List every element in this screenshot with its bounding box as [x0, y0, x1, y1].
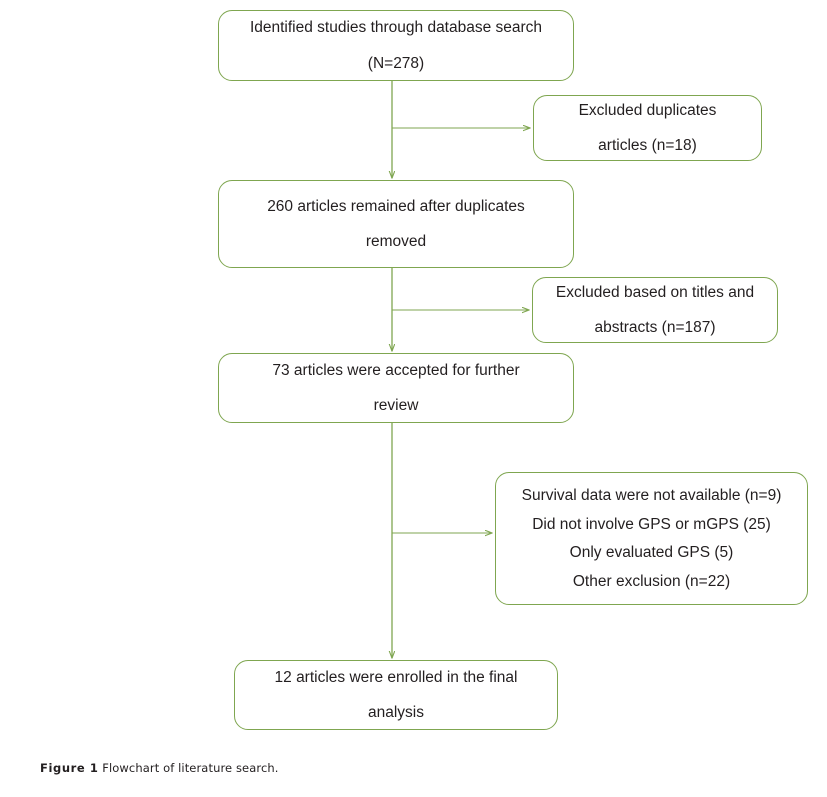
node-excluded-titles-abstracts: Excluded based on titles and abstracts (… [532, 277, 778, 343]
node-excluded-titles-line-2: abstracts (n=187) [594, 319, 716, 336]
node-articles-accepted-line-1: 73 articles were accepted for further [272, 361, 520, 379]
node-excluded-duplicates: Excluded duplicates articles (n=18) [533, 95, 762, 161]
node-exclusion-reasons-line-2: Did not involve GPS or mGPS (25) [532, 515, 771, 533]
node-exclusion-reasons-line-1: Survival data were not available (n=9) [521, 487, 782, 504]
node-articles-remained-line-2: removed [365, 233, 427, 250]
node-articles-enrolled-line-1: 12 articles were enrolled in the final [274, 668, 518, 686]
node-exclusion-reasons-line-3: Only evaluated GPS (5) [569, 544, 734, 561]
node-articles-accepted: 73 articles were accepted for further re… [218, 353, 574, 423]
node-excluded-duplicates-line-1: Excluded duplicates [578, 101, 717, 119]
node-exclusion-reasons-line-4: Other exclusion (n=22) [572, 572, 731, 590]
node-articles-enrolled: 12 articles were enrolled in the final a… [234, 660, 558, 730]
node-articles-enrolled-line-2: analysis [368, 704, 424, 721]
figure-caption: Figure 1 Flowchart of literature search. [40, 761, 279, 775]
node-articles-remained: 260 articles remained after duplicates r… [218, 180, 574, 268]
figure-caption-label: Figure 1 [40, 761, 99, 775]
figure-caption-text: Flowchart of literature search. [102, 761, 279, 775]
node-identified-line-2: (N=278) [367, 54, 425, 72]
node-articles-accepted-line-2: review [373, 397, 419, 414]
node-identified-studies: Identified studies through database sear… [218, 10, 574, 81]
node-excluded-duplicates-line-2: articles (n=18) [598, 137, 697, 154]
node-excluded-titles-line-1: Excluded based on titles and [555, 283, 755, 301]
node-identified-line-1: Identified studies through database sear… [249, 19, 543, 36]
node-exclusion-reasons: Survival data were not available (n=9) D… [495, 472, 808, 605]
node-articles-remained-line-1: 260 articles remained after duplicates [267, 197, 525, 215]
